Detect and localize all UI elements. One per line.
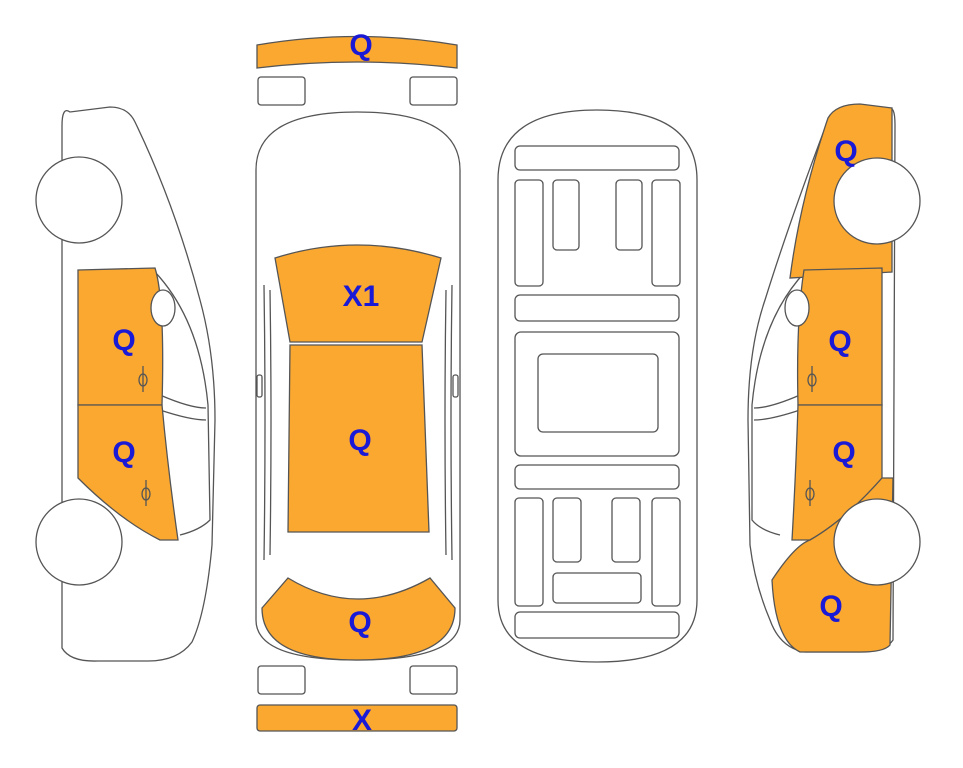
underside-front-right-mount xyxy=(615,179,643,251)
left-headlight xyxy=(257,76,306,106)
left-side-profile-line xyxy=(263,284,272,561)
right-rear-door-label: Q xyxy=(832,436,855,469)
underside-rear-crossmember xyxy=(514,464,680,490)
left-front-wheel xyxy=(35,156,123,244)
underside-front-left-arm xyxy=(514,179,544,287)
top-view: Q X1 Q Q X xyxy=(255,29,461,737)
right-front-door-handle-knob xyxy=(807,373,817,387)
left-window-inner xyxy=(159,394,207,421)
underside-rear-right-arm xyxy=(651,497,681,607)
front-bumper-panel xyxy=(256,35,458,69)
underside-rear-axle xyxy=(552,572,642,604)
right-rear-quarter-label: Q xyxy=(819,590,842,623)
left-window-frame xyxy=(154,271,211,536)
left-taillight xyxy=(257,665,306,695)
underside-front-crossmember xyxy=(514,294,680,322)
underside-front-plate xyxy=(514,145,680,171)
left-rear-door-panel xyxy=(77,404,179,541)
right-side-view: Q Q Q Q xyxy=(747,103,921,653)
right-taillight xyxy=(409,665,458,695)
right-mirror xyxy=(784,289,810,327)
rear-window-label: Q xyxy=(348,606,371,639)
right-side-profile-line xyxy=(444,284,453,561)
rear-bumper-label: X xyxy=(352,704,372,737)
left-front-door-label: Q xyxy=(112,324,135,357)
left-rear-door-handle-knob xyxy=(141,487,151,501)
underside-rear-left-mount xyxy=(552,497,582,563)
left-rear-wheel xyxy=(35,498,123,586)
underside-rear-plate xyxy=(514,611,680,639)
rear-bumper-panel xyxy=(256,704,458,732)
underside-view xyxy=(497,109,698,663)
roof-panel xyxy=(287,344,430,533)
right-mirror-top xyxy=(452,374,459,398)
right-window-frame xyxy=(751,271,806,536)
left-front-door-handle-knob xyxy=(138,373,148,387)
rear-window-panel xyxy=(261,577,456,661)
right-rear-wheel xyxy=(833,498,921,586)
underside-rear-right-mount xyxy=(611,497,641,563)
left-rear-door-label: Q xyxy=(112,436,135,469)
roof-label: Q xyxy=(348,424,371,457)
underside-front-right-arm xyxy=(651,179,681,287)
windshield-panel xyxy=(274,244,442,343)
left-mirror xyxy=(150,289,176,327)
left-mirror-top xyxy=(256,374,263,398)
right-front-door-label: Q xyxy=(828,325,851,358)
right-window-inner xyxy=(753,394,801,421)
windshield-label: X1 xyxy=(343,280,380,313)
underside-front-left-mount xyxy=(552,179,580,251)
underside-rear-left-arm xyxy=(514,497,544,607)
left-side-view: Q Q xyxy=(35,106,216,662)
underside-center-tunnel xyxy=(537,353,659,433)
front-bumper-label: Q xyxy=(349,29,372,62)
right-rear-door-handle-knob xyxy=(805,487,815,501)
right-front-wheel xyxy=(833,157,921,245)
right-headlight xyxy=(409,76,458,106)
right-front-fender-label: Q xyxy=(834,135,857,168)
